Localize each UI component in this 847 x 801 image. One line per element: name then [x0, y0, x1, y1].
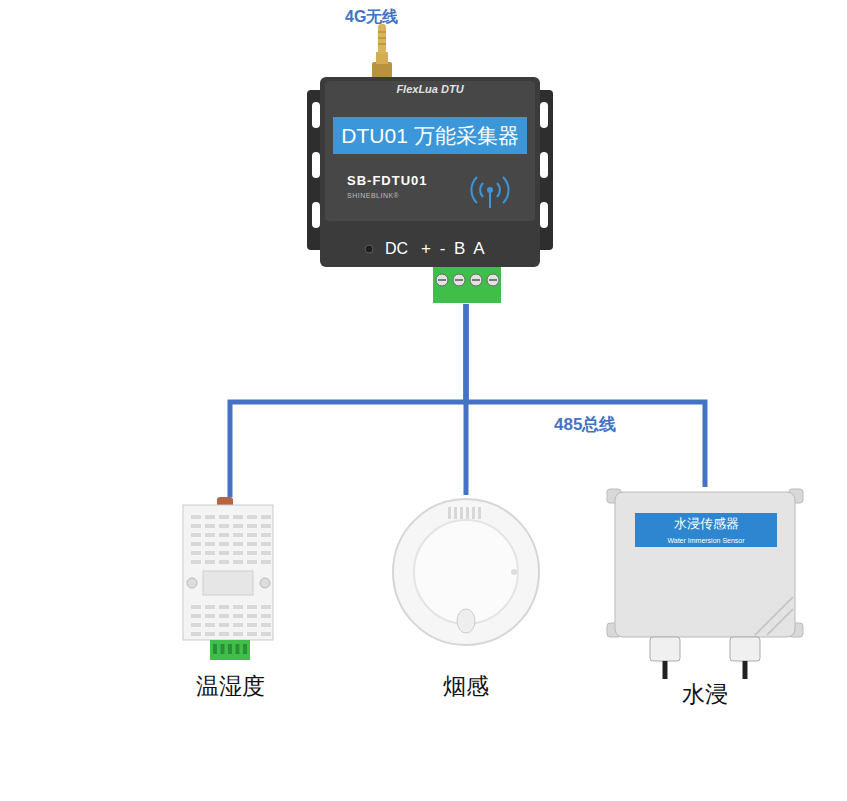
- model-title: FlexLua DTU: [305, 83, 555, 95]
- brand-name: SHINEBLINK®: [347, 192, 399, 199]
- port-label: DC: [385, 240, 408, 258]
- dtu-device: FlexLua DTU DTU01 万能采集器 SB-FDTU01SHINEBLIN…: [305, 72, 555, 304]
- network-label: 4G无线: [345, 7, 398, 28]
- pin-label: + - B A: [421, 239, 487, 259]
- rs485-bus: [230, 304, 466, 497]
- rs485-bus: [466, 304, 705, 487]
- device-band: DTU01 万能采集器: [333, 117, 527, 154]
- smoke-sensor: 烟感: [390, 495, 542, 710]
- water-sensor: 水浸传感器Water Immersion Sensor 水浸: [605, 487, 805, 712]
- sensor-name: 温湿度: [175, 671, 285, 702]
- sensor-band: 水浸传感器: [635, 513, 777, 535]
- sensor-band-en: Water Immersion Sensor: [635, 535, 777, 547]
- sensor-name: 水浸: [605, 679, 805, 710]
- part-number: SB-FDTU01: [347, 173, 428, 188]
- bus-label: 485总线: [552, 413, 618, 436]
- sensor-name: 烟感: [390, 671, 542, 702]
- temp-humidity-sensor: 温湿度: [175, 497, 285, 712]
- dtu-device-illustration: [305, 72, 555, 304]
